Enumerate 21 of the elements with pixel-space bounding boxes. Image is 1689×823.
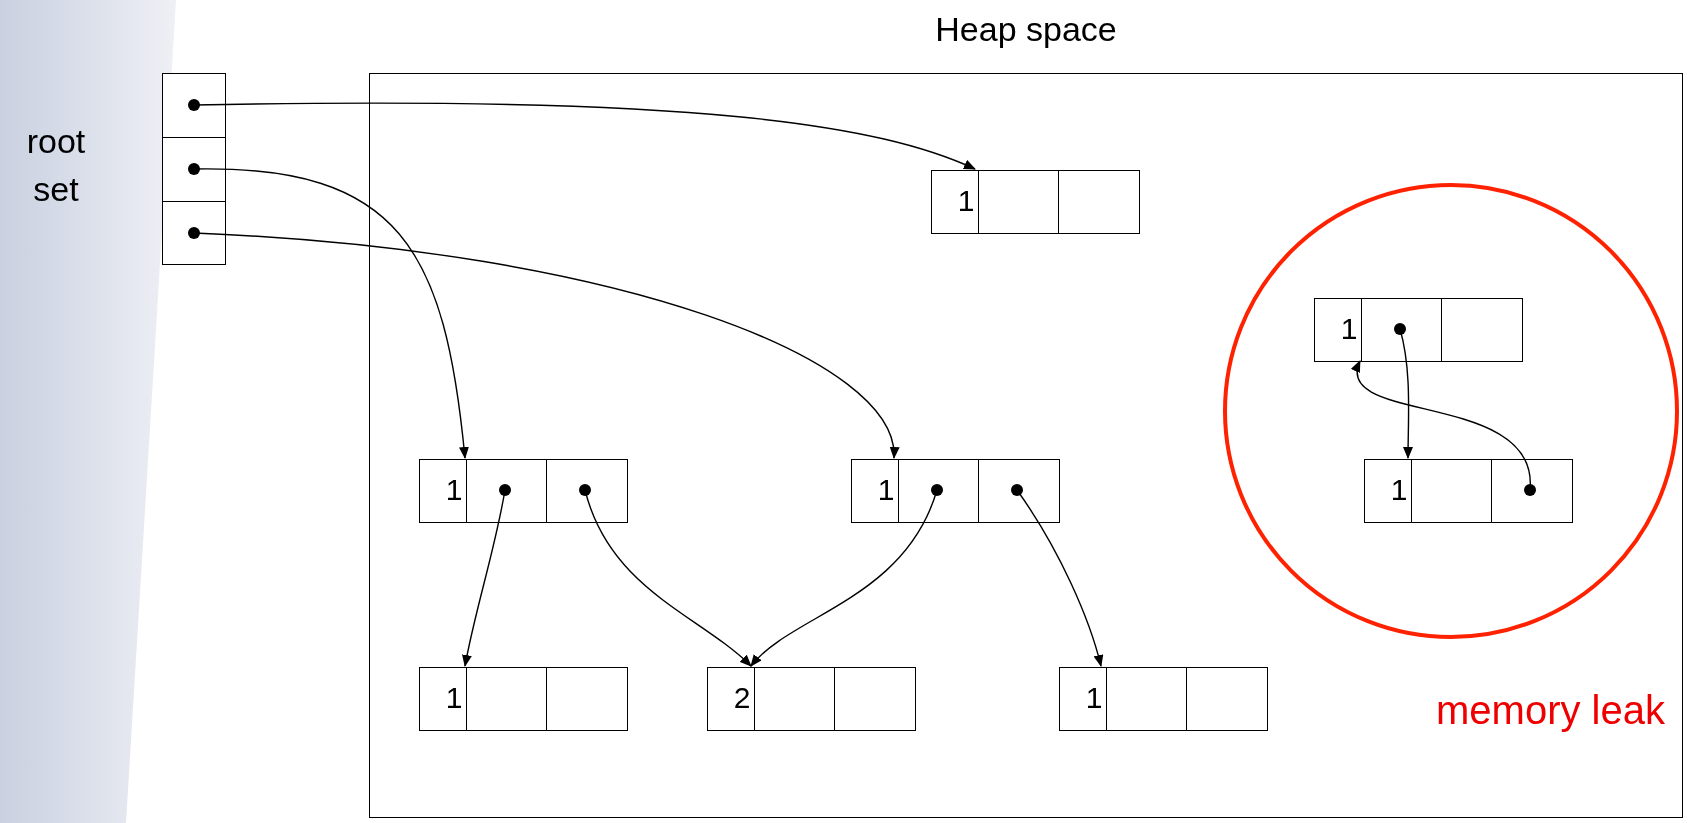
pointer-arrow (1394, 323, 1414, 459)
reference-count: 1 (445, 683, 463, 713)
reference-count: 1 (1390, 475, 1408, 505)
leak-caption: memory leak (1436, 688, 1665, 733)
root-set-column (162, 73, 226, 265)
pointer-arrow (188, 227, 897, 459)
reference-count: 2 (733, 683, 751, 713)
reference-count: 1 (957, 186, 975, 216)
heap-title: Heap space (935, 10, 1117, 49)
pointer-arrow (750, 484, 943, 667)
reference-count: 1 (445, 475, 463, 505)
reference-count: 1 (877, 475, 895, 505)
pointer-arrow (188, 163, 469, 459)
pointer-arrow (188, 99, 976, 170)
pointer-arrow (579, 484, 752, 667)
pointer-arrow (1011, 484, 1104, 667)
reference-count: 1 (1085, 683, 1103, 713)
pointer-arrow (1352, 360, 1536, 496)
pointer-arrow (462, 484, 511, 667)
reference-count: 1 (1340, 314, 1358, 344)
root-set-label: root set (25, 121, 87, 210)
